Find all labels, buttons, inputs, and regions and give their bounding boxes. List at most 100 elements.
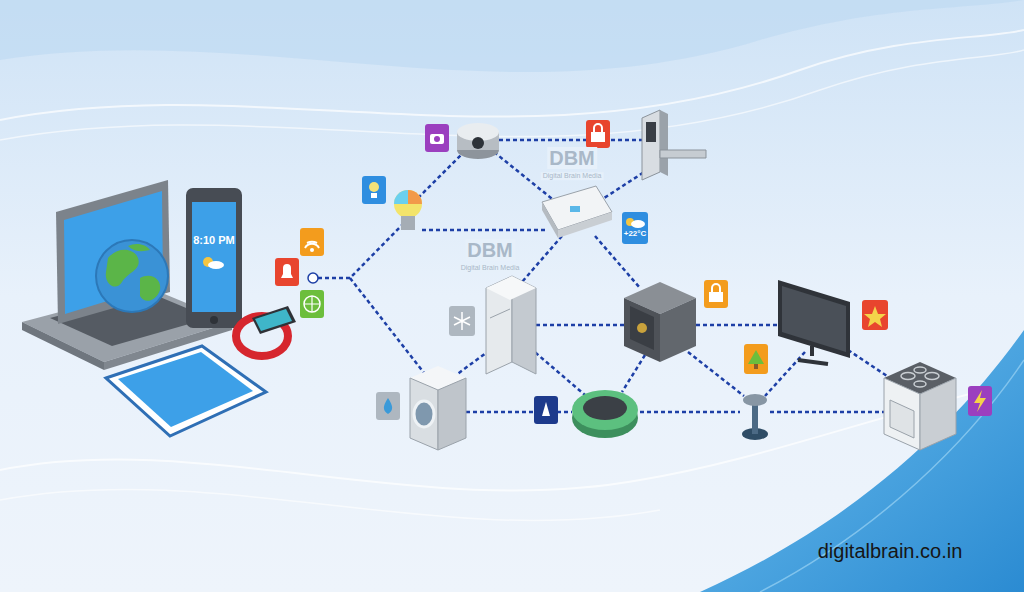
tablet — [106, 346, 266, 436]
hub-icons-part — [304, 296, 320, 312]
background-part — [700, 330, 1024, 592]
washing-machine-part — [384, 398, 392, 414]
network-links-part — [522, 236, 562, 282]
network-links-part — [452, 350, 490, 378]
hub-icons-part — [305, 244, 319, 248]
network-links-part — [530, 348, 585, 395]
smart-bulb-part — [371, 193, 377, 198]
washing-machine-part — [410, 378, 438, 450]
website-url: digitalbrain.co.in — [816, 540, 965, 562]
refrigerator-part — [490, 309, 510, 318]
background-part — [0, 0, 1024, 72]
safe-box-part — [704, 280, 728, 308]
electric-oven-part — [968, 386, 992, 416]
smart-lock — [586, 110, 706, 180]
tablet-part — [106, 346, 266, 436]
security-camera-part — [434, 136, 440, 142]
background-part — [0, 489, 660, 520]
watermark: DBM — [465, 239, 515, 261]
hub-icons-part — [307, 242, 317, 243]
smart-lock-part — [660, 110, 668, 176]
safe-box-part — [630, 306, 654, 350]
tablet-part — [118, 352, 253, 427]
thermostat-unit-part — [558, 212, 612, 238]
network-links-part — [422, 229, 548, 232]
thermostat-unit — [542, 186, 648, 244]
hub-icons — [275, 228, 324, 318]
network-links-part — [770, 411, 884, 414]
watermark: DBM — [547, 147, 597, 169]
laptop-part — [56, 180, 170, 324]
watermark: Digital Brain Media — [459, 264, 522, 272]
network-links-part — [688, 352, 744, 396]
network-links-part — [696, 324, 778, 327]
refrigerator-part — [486, 276, 536, 300]
phone-time: 8:10 PM — [191, 234, 237, 246]
washing-machine — [376, 366, 466, 450]
electric-oven-part — [890, 400, 914, 438]
background-part — [0, 50, 1024, 140]
refrigerator-part — [454, 312, 470, 330]
smart-lamp-part — [748, 350, 764, 364]
washing-machine-part — [376, 392, 400, 420]
electric-oven-part — [901, 373, 915, 380]
robot-vacuum-part — [534, 396, 558, 424]
smart-bulb-part — [394, 190, 422, 218]
smart-bulb-part — [401, 216, 415, 230]
network-links — [318, 140, 896, 412]
security-camera-part — [430, 134, 444, 144]
laptop-part — [96, 240, 168, 312]
background-part — [760, 360, 1024, 592]
smartphone — [186, 188, 242, 328]
thermostat-unit-part — [542, 202, 558, 238]
hub-icons-part — [310, 248, 314, 252]
smart-bulb-part — [394, 190, 408, 204]
safe-box-part — [660, 298, 696, 362]
electric-oven-part — [920, 378, 956, 450]
television-part — [862, 300, 888, 330]
smartwatch-part — [252, 306, 296, 334]
smartphone-part — [208, 261, 224, 269]
smartwatch — [236, 306, 296, 356]
hub-icons-part — [281, 264, 293, 278]
television-part — [864, 306, 886, 327]
thermostat-unit-part — [570, 206, 580, 212]
laptop-part — [96, 240, 168, 312]
security-camera-part — [425, 124, 449, 152]
smart-lamp-part — [744, 344, 768, 374]
electric-oven-part — [974, 390, 986, 412]
hub-icons-part — [308, 273, 318, 283]
smartphone-part — [186, 188, 242, 328]
network-links-part — [350, 278, 428, 378]
smart-lock-part — [660, 150, 706, 158]
security-camera-part — [472, 137, 484, 149]
network-links-part — [622, 355, 645, 392]
television-part — [782, 286, 846, 352]
refrigerator-part — [449, 306, 475, 336]
electric-oven-part — [914, 381, 926, 387]
electric-oven — [884, 362, 992, 450]
safe-box-part — [624, 298, 660, 362]
washing-machine-part — [414, 401, 434, 427]
hub-icons-part — [275, 258, 299, 286]
washing-machine-part — [438, 378, 466, 450]
safe-box-part — [709, 292, 723, 302]
hub-icons-part — [300, 290, 324, 318]
smart-lock-part — [586, 120, 610, 148]
hub-icons-part — [300, 228, 324, 256]
hub-icons-part — [304, 296, 320, 312]
network-links-part — [318, 222, 405, 278]
smart-lock-part — [591, 132, 605, 142]
network-links-part — [418, 152, 464, 198]
smart-lock-part — [594, 124, 602, 132]
smart-lock-part — [646, 122, 656, 142]
electric-oven-part — [884, 378, 920, 450]
smart-bulb-part — [369, 182, 379, 192]
laptop-part — [106, 250, 139, 287]
smart-lock-part — [642, 110, 660, 180]
laptop-part — [128, 244, 150, 251]
